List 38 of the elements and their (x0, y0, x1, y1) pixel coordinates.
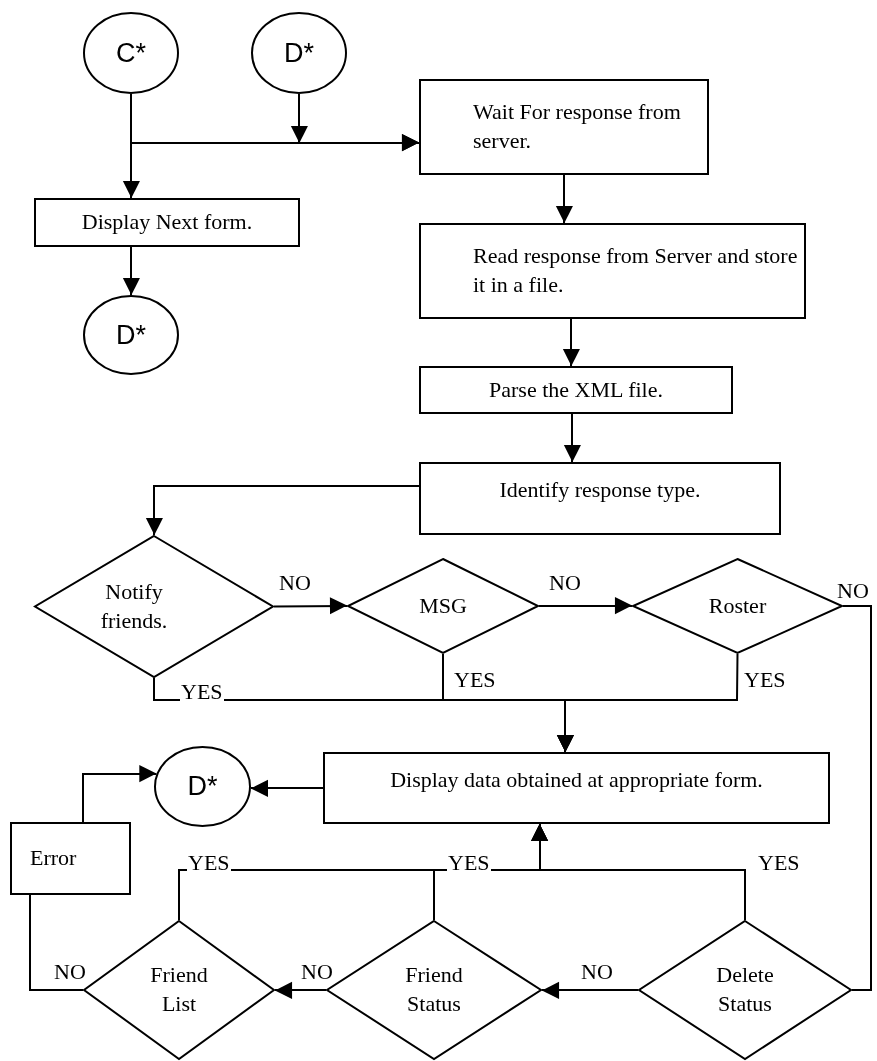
arrow (563, 413, 581, 463)
step-text: Error (30, 844, 77, 873)
arrow (531, 823, 746, 921)
step-text: Roster (708, 591, 767, 620)
step-text: Notify friends. (99, 577, 169, 635)
connector-label: D* (187, 773, 218, 800)
process-box (419, 366, 733, 414)
connector-label: C* (116, 39, 146, 67)
arrow (82, 765, 158, 823)
step-text: Parse the XML file. (489, 375, 663, 404)
connector-label: D* (116, 321, 146, 349)
arrow (556, 653, 739, 753)
step-text: Display Next form. (81, 208, 253, 237)
arrow (274, 981, 327, 999)
step-text: Delete Status (715, 961, 775, 1018)
step-text: Wait For response from server. (473, 98, 682, 155)
arrow (291, 93, 420, 152)
arrow (541, 981, 639, 999)
arrow (249, 779, 324, 797)
process-box (419, 223, 806, 319)
process-box (419, 462, 781, 535)
process-box (419, 79, 709, 175)
step-text: Display data obtained at appropriate form. (390, 766, 763, 794)
step-text: Identify response type. (499, 476, 701, 504)
connector-label: D* (284, 39, 314, 67)
arrow (555, 174, 573, 224)
arrow (562, 318, 580, 367)
arrow (122, 246, 140, 296)
step-text: Friend Status (404, 961, 464, 1018)
process-box (10, 822, 131, 895)
process-box (34, 198, 300, 247)
process-box (323, 752, 830, 824)
step-text: Read response from Server and store it in a file. (473, 242, 799, 299)
step-text: Friend List (149, 961, 209, 1018)
arrow (145, 485, 420, 536)
step-text: MSG (419, 591, 467, 620)
arrow (538, 597, 633, 615)
arrow (273, 597, 348, 615)
